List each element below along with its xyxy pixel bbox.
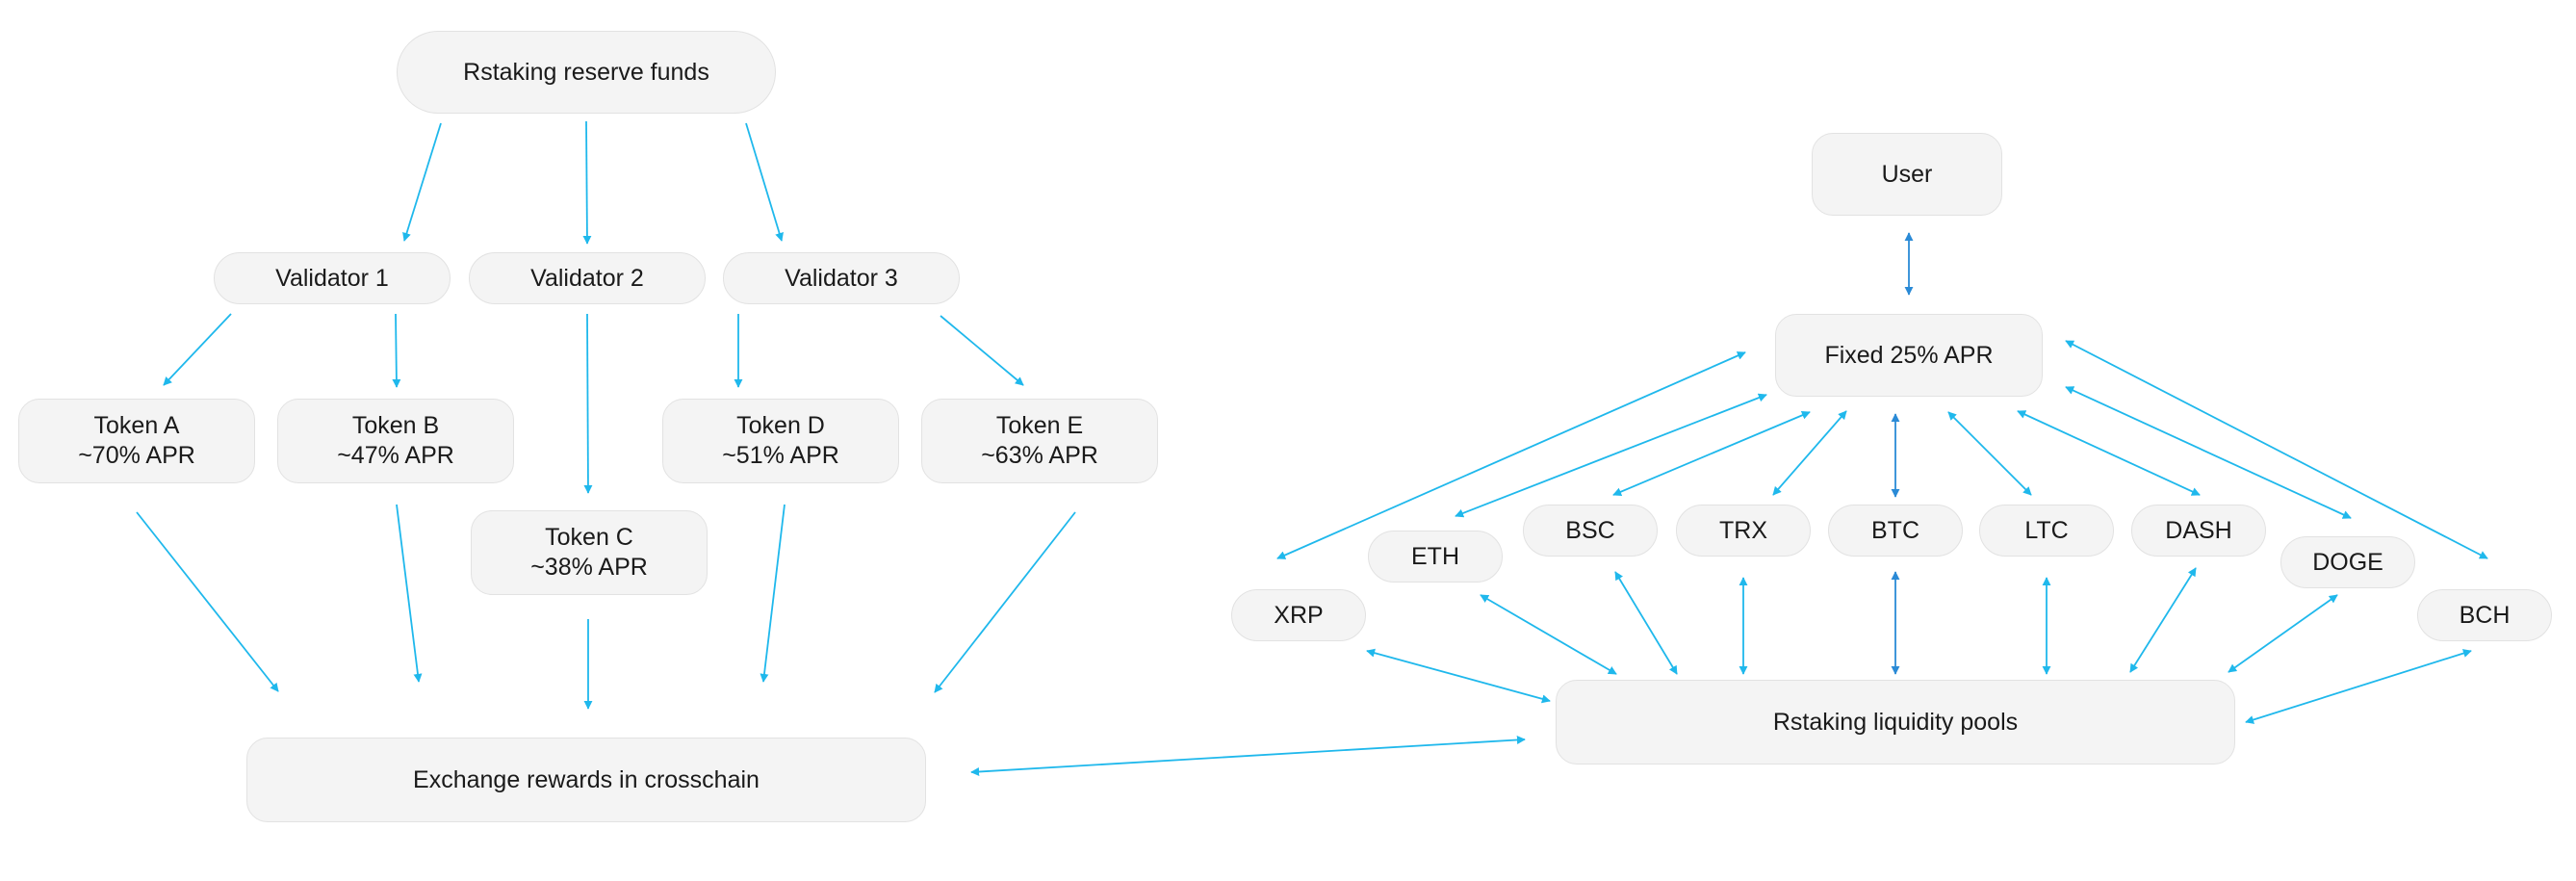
arrow-token-a-to-exchange: [136, 511, 279, 692]
exchange-rewards-node: Exchange rewards in crosschain: [246, 738, 926, 822]
chain-doge-node: DOGE: [2280, 536, 2415, 588]
arrow-validator-1-to-token-b: [392, 313, 401, 388]
fixed-apr-node: Fixed 25% APR: [1775, 314, 2043, 397]
arrow-bsc-to-liquidity: [1614, 571, 1678, 675]
chain-dash-node: DASH: [2131, 505, 2266, 557]
token-e-apr: ~63% APR: [981, 442, 1098, 469]
arrow-reserve-to-validator-3: [745, 122, 784, 242]
arrows-group: [136, 120, 2488, 777]
arrow-fixed-to-dash: [2017, 410, 2201, 496]
exchange-rewards-label: Exchange rewards in crosschain: [413, 765, 760, 793]
arrow-reserve-to-validator-2: [582, 120, 592, 245]
arrow-token-e-to-exchange: [934, 511, 1076, 693]
arrow-doge-to-liquidity: [2228, 594, 2338, 673]
chain-bch-node: BCH: [2417, 589, 2552, 641]
token-d-apr: ~51% APR: [722, 442, 839, 469]
arrow-exchange-to-liquidity: [970, 735, 1526, 777]
chain-trx-label: TRX: [1719, 516, 1767, 544]
arrow-dash-to-liquidity: [2129, 567, 2197, 673]
token-a-name: Token A: [93, 412, 180, 439]
arrow-eth-to-liquidity: [1480, 594, 1617, 675]
liquidity-pools-node: Rstaking liquidity pools: [1556, 680, 2235, 764]
token-e-node: Token E ~63% APR: [921, 399, 1158, 483]
validator-2-node: Validator 2: [469, 252, 706, 304]
chain-xrp-node: XRP: [1231, 589, 1366, 641]
user-node: User: [1812, 133, 2002, 216]
arrow-bch-to-liquidity: [2245, 649, 2472, 724]
arrow-token-b-to-exchange: [396, 504, 423, 683]
validator-1-label: Validator 1: [275, 264, 389, 292]
chain-ltc-node: LTC: [1979, 505, 2114, 557]
chain-trx-node: TRX: [1676, 505, 1811, 557]
arrow-reserve-to-validator-1: [402, 122, 442, 242]
arrow-token-d-to-exchange: [760, 504, 786, 683]
fixed-apr-label: Fixed 25% APR: [1824, 341, 1994, 369]
token-d-name: Token D: [736, 412, 825, 439]
token-a-node: Token A ~70% APR: [18, 399, 255, 483]
token-b-apr: ~47% APR: [337, 442, 454, 469]
chain-xrp-label: XRP: [1274, 601, 1324, 629]
chain-bsc-node: BSC: [1523, 505, 1658, 557]
validator-3-label: Validator 3: [785, 264, 898, 292]
arrow-fixed-to-bsc: [1612, 410, 1811, 497]
validator-1-node: Validator 1: [214, 252, 451, 304]
arrow-fixed-to-bch: [2065, 340, 2488, 559]
chain-btc-node: BTC: [1828, 505, 1963, 557]
chain-bch-label: BCH: [2459, 601, 2511, 629]
token-c-apr: ~38% APR: [530, 554, 648, 581]
chain-eth-label: ETH: [1411, 542, 1459, 570]
token-a-apr: ~70% APR: [78, 442, 195, 469]
chain-eth-node: ETH: [1368, 531, 1503, 583]
token-c-name: Token C: [545, 524, 633, 551]
arrow-fixed-to-trx: [1772, 410, 1847, 496]
arrow-validator-2-to-token-c: [583, 313, 593, 494]
arrow-xrp-to-liquidity: [1366, 648, 1551, 704]
validator-2-label: Validator 2: [530, 264, 644, 292]
liquidity-pools-label: Rstaking liquidity pools: [1772, 708, 2019, 736]
reserve-funds-node: Rstaking reserve funds: [397, 31, 776, 114]
token-e-name: Token E: [995, 412, 1084, 439]
chain-bsc-label: BSC: [1565, 516, 1615, 544]
token-d-node: Token D ~51% APR: [662, 399, 899, 483]
user-label: User: [1881, 160, 1933, 188]
token-b-node: Token B ~47% APR: [277, 399, 514, 483]
chain-dash-label: DASH: [2165, 516, 2232, 544]
chain-doge-label: DOGE: [2312, 548, 2383, 576]
reserve-funds-label: Rstaking reserve funds: [463, 58, 709, 86]
validator-3-node: Validator 3: [723, 252, 960, 304]
token-c-node: Token C ~38% APR: [471, 510, 708, 595]
arrow-fixed-to-eth: [1455, 393, 1767, 518]
arrow-fixed-to-ltc: [1947, 411, 2032, 496]
arrow-validator-1-to-token-a: [163, 313, 232, 386]
arrow-validator-3-to-token-e: [940, 315, 1024, 386]
token-b-name: Token B: [351, 412, 440, 439]
chain-ltc-label: LTC: [2024, 516, 2069, 544]
chain-btc-label: BTC: [1871, 516, 1919, 544]
